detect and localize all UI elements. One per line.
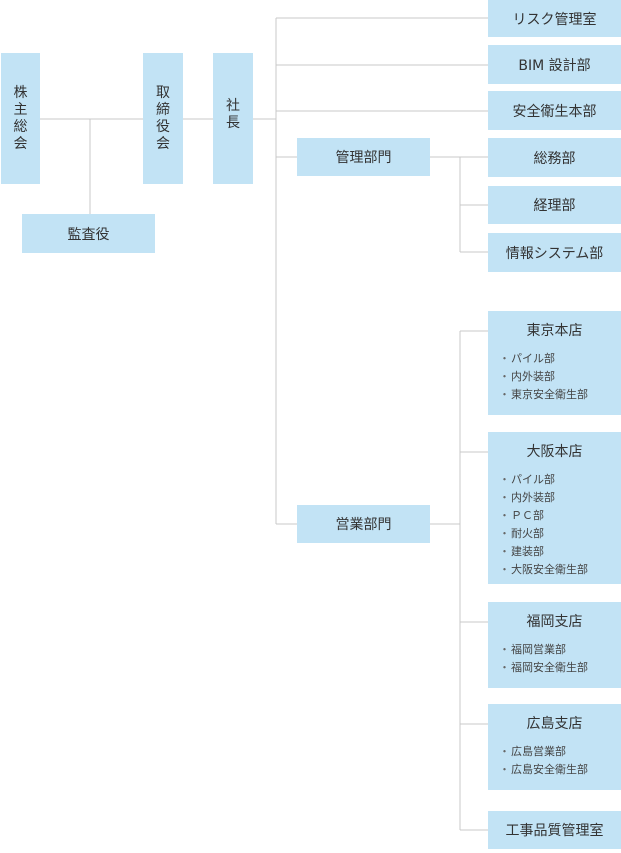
shareholders-label: 株主総会 [14,85,28,153]
safety-hq-box: 安全衛生本部 [488,91,621,130]
bullet-icon: ・ [499,370,510,383]
branch-osaka: 大阪本店 ・パイル部・内外装部・ＰＣ部・耐火部・建装部・大阪安全衛生部 [488,432,621,584]
branch-item: ・建装部 [499,543,621,561]
general-affairs-box: 総務部 [488,138,621,177]
quality-office-label: 工事品質管理室 [505,823,604,839]
branch-item: ・広島安全衛生部 [499,761,621,779]
branch-osaka-list: ・パイル部・内外装部・ＰＣ部・耐火部・建装部・大阪安全衛生部 [488,471,621,579]
bullet-icon: ・ [499,563,510,576]
bullet-icon: ・ [499,527,510,540]
vertical-char: 株 [13,84,28,101]
branch-item-label: 内外装部 [511,370,555,383]
branch-osaka-title: 大阪本店 [526,444,583,460]
bim-design-label: BIM 設計部 [518,57,591,74]
vertical-char: 役 [156,118,170,135]
bim-design-box: BIM 設計部 [488,45,621,84]
president-box: 社長 [213,53,253,184]
branch-item-label: 福岡安全衛生部 [511,661,588,674]
board-box: 取締役会 [143,53,183,184]
branch-item-label: 福岡営業部 [511,643,566,656]
shareholders-box: 株主総会 [1,53,40,184]
accounting-label: 経理部 [533,198,576,214]
general-affairs-label: 総務部 [533,150,576,167]
branch-item: ・東京安全衛生部 [499,386,621,404]
bullet-icon: ・ [499,388,510,401]
bullet-icon: ・ [499,661,510,674]
branch-item: ・内外装部 [499,489,621,507]
bullet-icon: ・ [499,491,510,504]
auditor-box: 監査役 [22,214,155,253]
vertical-char: 会 [13,135,28,152]
risk-office-box: リスク管理室 [488,0,621,37]
admin-division-box: 管理部門 [297,138,430,176]
branch-item: ・内外装部 [499,368,621,386]
vertical-char: 取 [156,84,170,101]
branch-item-label: 大阪安全衛生部 [511,563,588,576]
branch-hiroshima-title: 広島支店 [526,716,583,732]
branch-item-label: 耐火部 [511,527,544,540]
branch-item-label: 建装部 [511,545,544,558]
vertical-char: 総 [13,118,28,135]
vertical-char: 会 [156,135,170,152]
branch-item: ・福岡安全衛生部 [499,659,621,677]
vertical-char: 社 [226,98,240,114]
sales-division-box: 営業部門 [297,505,430,543]
vertical-char: 締 [156,101,170,118]
branch-item: ・大阪安全衛生部 [499,561,621,579]
bullet-icon: ・ [499,545,510,558]
branch-tokyo-title: 東京本店 [526,323,583,339]
branch-item-label: 広島営業部 [511,745,566,758]
branch-hiroshima-list: ・広島営業部・広島安全衛生部 [488,743,621,779]
vertical-char: 主 [13,101,28,118]
quality-office-box: 工事品質管理室 [488,811,621,849]
branch-fukuoka-title: 福岡支店 [526,614,583,630]
bullet-icon: ・ [499,643,510,656]
bullet-icon: ・ [499,745,510,758]
branch-item-label: パイル部 [511,352,555,365]
it-department-label: 情報システム部 [505,245,604,262]
branch-item: ・パイル部 [499,350,621,368]
branch-item-label: 内外装部 [511,491,555,504]
branch-item: ・広島営業部 [499,743,621,761]
branch-item: ・福岡営業部 [499,641,621,659]
sales-division-label: 営業部門 [335,517,392,533]
branch-item-label: パイル部 [511,473,555,486]
auditor-label: 監査役 [67,226,110,243]
branch-hiroshima: 広島支店 ・広島営業部・広島安全衛生部 [488,704,621,790]
president-label: 社長 [226,98,240,132]
vertical-char: 長 [226,115,240,131]
safety-hq-label: 安全衛生本部 [512,103,597,120]
branch-item: ・耐火部 [499,525,621,543]
branch-tokyo-list: ・パイル部・内外装部・東京安全衛生部 [488,350,621,404]
branch-fukuoka-list: ・福岡営業部・福岡安全衛生部 [488,641,621,677]
branch-item-label: 広島安全衛生部 [511,763,588,776]
it-department-box: 情報システム部 [488,233,621,272]
board-label: 取締役会 [156,85,170,153]
branch-item: ・ＰＣ部 [499,507,621,525]
branch-fukuoka: 福岡支店 ・福岡営業部・福岡安全衛生部 [488,602,621,688]
admin-division-label: 管理部門 [335,150,392,166]
bullet-icon: ・ [499,352,510,365]
bullet-icon: ・ [499,509,510,522]
risk-office-label: リスク管理室 [512,11,597,28]
branch-item-label: 東京安全衛生部 [511,388,588,401]
branch-item: ・パイル部 [499,471,621,489]
accounting-box: 経理部 [488,186,621,224]
bullet-icon: ・ [499,763,510,776]
branch-item-label: ＰＣ部 [511,509,544,522]
branch-tokyo: 東京本店 ・パイル部・内外装部・東京安全衛生部 [488,311,621,415]
bullet-icon: ・ [499,473,510,486]
